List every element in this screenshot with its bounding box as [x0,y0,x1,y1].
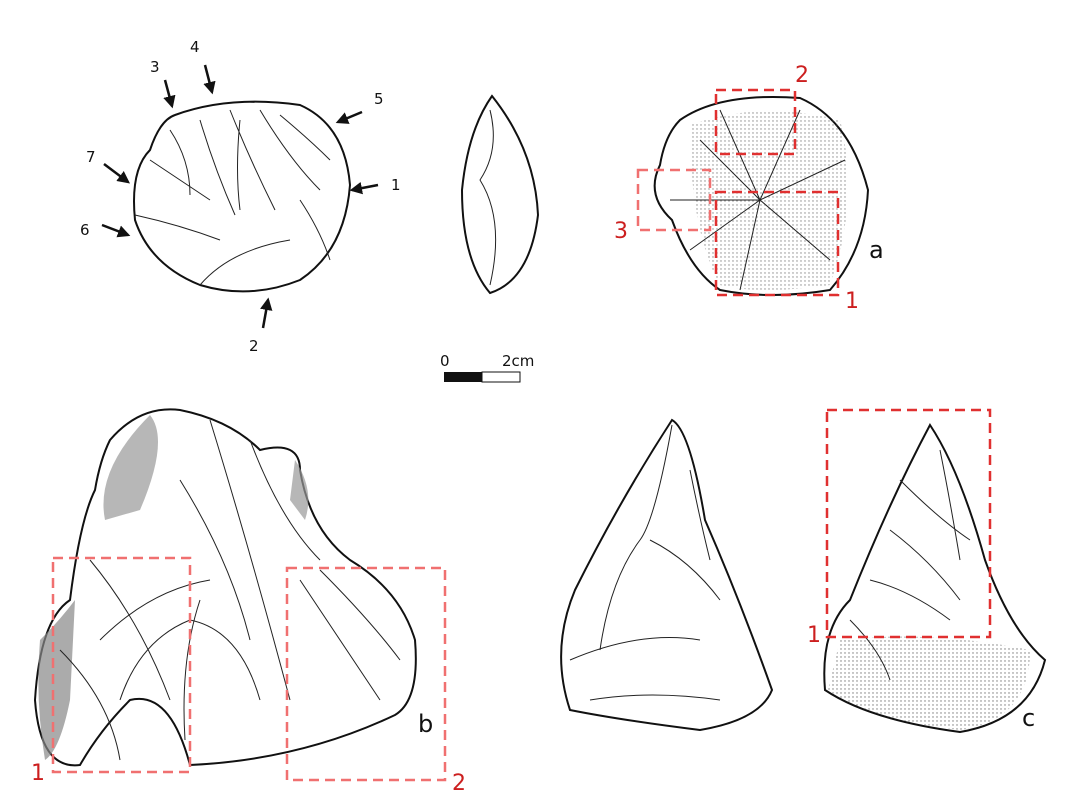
box-c-1 [825,408,992,639]
arrow-5-icon [335,110,363,124]
core-ventral-drawing [653,95,870,296]
arrow-label-7: 7 [86,148,96,166]
box-a-3 [636,168,712,232]
arrow-label-6: 6 [80,221,90,239]
box-label-b-2: 2 [452,771,466,796]
arrow-1-icon [349,181,379,195]
flake-scar-arrows [101,64,379,329]
box-label-a-2: 2 [795,63,809,88]
flake-b-drawing [33,408,417,767]
panel-label-c: c [1022,704,1035,732]
core-dorsal-drawing [133,100,352,293]
box-b-1 [51,556,192,774]
box-label-a-3: 3 [614,219,628,244]
arrow-2-icon [260,297,273,329]
arrow-4-icon [203,64,216,95]
arrow-label-3: 3 [150,58,160,76]
point-c-ventral-drawing [823,423,1047,734]
point-c-dorsal-drawing [560,418,774,732]
arrow-label-5: 5 [374,90,384,108]
arrow-7-icon [103,163,130,184]
arrow-label-2: 2 [249,337,259,355]
scale-bar [444,371,521,383]
scale-start-label: 0 [440,352,450,370]
panel-label-a: a [869,236,884,264]
arrow-3-icon [163,79,176,109]
box-a-2 [714,88,797,156]
arrow-6-icon [101,223,131,238]
box-b-2 [285,566,447,782]
scale-end-label: 2cm [502,352,534,370]
core-profile-drawing [460,94,540,295]
arrow-label-1: 1 [391,176,401,194]
arrow-label-4: 4 [190,38,200,56]
panel-label-b: b [418,710,433,738]
box-label-a-1: 1 [845,289,859,314]
box-label-c-1: 1 [807,623,821,648]
box-label-b-1: 1 [31,761,45,786]
